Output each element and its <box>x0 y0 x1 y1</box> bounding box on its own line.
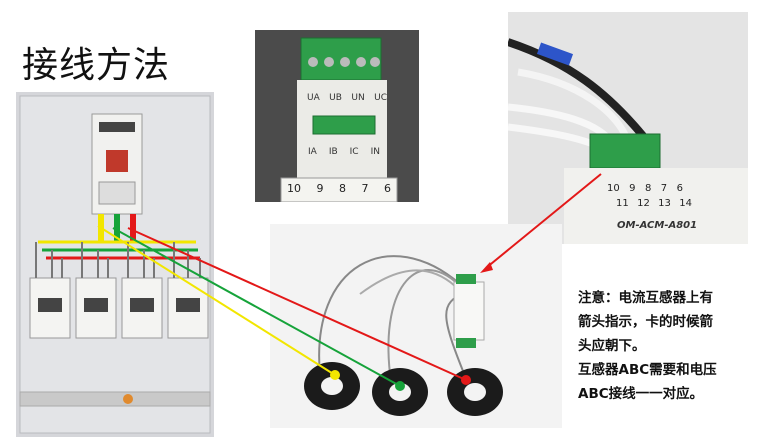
closeup-number: 11 <box>616 198 629 209</box>
note-text: 注意：电流互感器上有 箭头指示，卡的时候箭 头应朝下。 互感器ABC需要和电压 … <box>578 286 748 406</box>
terminal-number: 10 <box>287 182 301 195</box>
terminal-current-label: IC <box>349 147 359 157</box>
ct-photo <box>270 224 562 428</box>
terminal-number: 9 <box>316 182 324 195</box>
module-closeup-photo <box>508 12 748 244</box>
terminal-photo <box>255 30 419 202</box>
note-line: 注意：电流互感器上有 <box>578 290 713 306</box>
note-line: 头应朝下。 <box>578 338 646 354</box>
terminal-top-label: UA <box>307 93 320 103</box>
phase-b-line <box>112 227 405 391</box>
phase-c-line <box>127 227 471 385</box>
note-line: 箭头指示，卡的时候箭 <box>578 314 713 330</box>
closeup-number: 9 <box>629 183 636 194</box>
module-arrow <box>480 173 602 273</box>
terminal-number: 7 <box>361 182 369 195</box>
note-line: 互感器ABC需要和电压 <box>578 362 717 378</box>
page-title: 接线方法 <box>22 45 171 86</box>
note-line: ABC接线一一对应。 <box>578 386 704 402</box>
model-label: OM-ACM-A801 <box>617 220 698 231</box>
terminal-top-label: UC <box>374 93 387 103</box>
terminal-top-label: UN <box>351 93 365 103</box>
terminal-current-label: IB <box>328 147 338 157</box>
terminal-top-label: UB <box>329 93 342 103</box>
terminal-current-label: IN <box>370 147 380 157</box>
terminal-number: 8 <box>339 182 346 195</box>
phase-a-line <box>97 225 340 380</box>
closeup-number: 13 <box>658 198 671 209</box>
closeup-number: 6 <box>676 183 683 194</box>
closeup-number: 10 <box>607 183 620 194</box>
terminal-current-label: IA <box>308 147 317 157</box>
closeup-number: 8 <box>644 183 652 194</box>
closeup-number: 12 <box>637 198 650 209</box>
terminal-number: 6 <box>384 182 391 195</box>
closeup-number: 14 <box>679 198 692 209</box>
closeup-number: 7 <box>660 183 668 194</box>
